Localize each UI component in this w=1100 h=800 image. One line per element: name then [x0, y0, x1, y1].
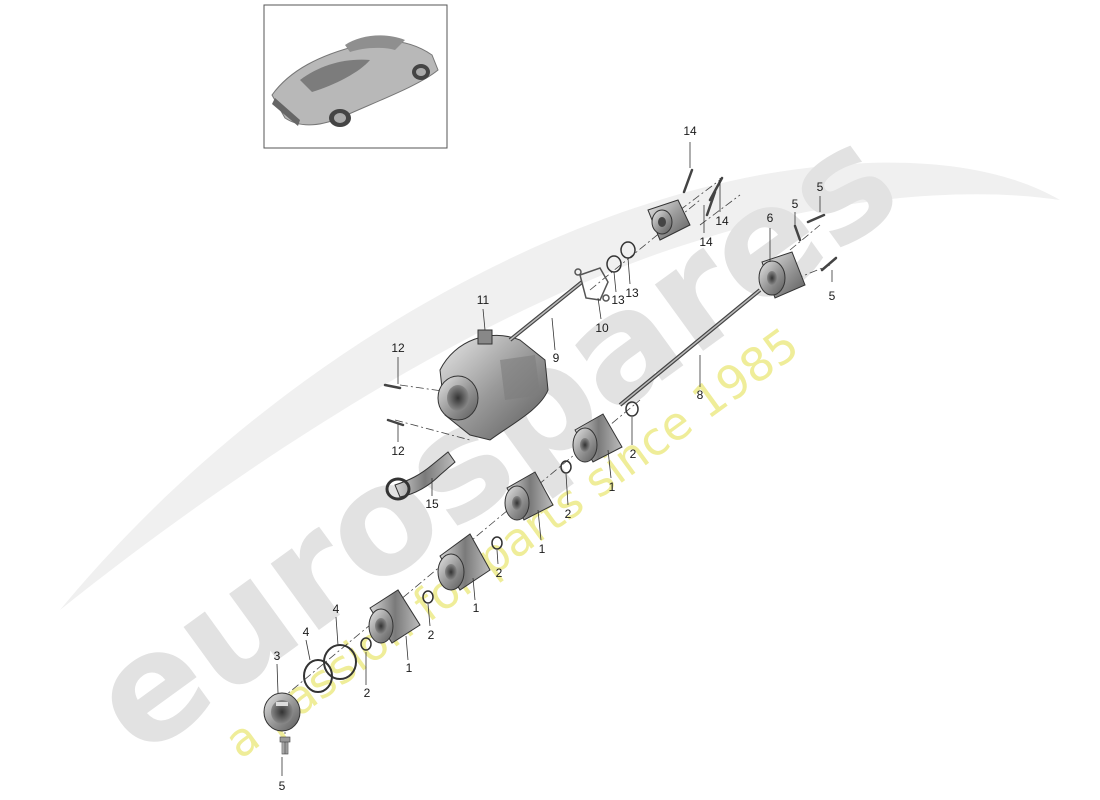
leader-lines — [276, 142, 833, 776]
callout-3: 3 — [274, 649, 281, 663]
callout-14: 14 — [699, 235, 713, 249]
part-main-housing — [437, 329, 549, 441]
part-shaft-9 — [508, 280, 584, 342]
callout-1: 1 — [406, 661, 413, 675]
part-shaft-8 — [618, 288, 762, 407]
part-pump-head — [758, 251, 806, 299]
callout-12: 12 — [391, 341, 405, 355]
car-thumbnail — [263, 4, 448, 149]
callout-6: 6 — [767, 211, 774, 225]
callout-5: 5 — [792, 197, 799, 211]
part-o-rings-large — [303, 644, 357, 693]
callout-14: 14 — [715, 214, 729, 228]
callout-5: 5 — [817, 180, 824, 194]
part-hose — [385, 451, 456, 501]
callout-2: 2 — [565, 507, 572, 521]
part-end-cap — [263, 692, 301, 732]
part-bolt-bottom — [279, 736, 291, 755]
callout-2: 2 — [496, 566, 503, 580]
callout-13: 13 — [611, 293, 625, 307]
callout-14: 14 — [683, 124, 697, 138]
callout-2: 2 — [630, 447, 637, 461]
callout-5: 5 — [279, 779, 286, 793]
part-pump-stage-3 — [504, 471, 554, 521]
callout-15: 15 — [425, 497, 439, 511]
part-pump-stage-1 — [368, 589, 421, 644]
callout-12: 12 — [391, 444, 405, 458]
part-cover-flange — [647, 199, 691, 241]
callout-5: 5 — [829, 289, 836, 303]
callout-4: 4 — [333, 602, 340, 616]
callout-2: 2 — [364, 686, 371, 700]
callout-4: 4 — [303, 625, 310, 639]
part-small-rings — [360, 401, 639, 651]
callout-1: 1 — [473, 601, 480, 615]
part-gasket — [574, 267, 610, 302]
part-pump-stage-2 — [437, 533, 491, 591]
callout-1: 1 — [609, 480, 616, 494]
callout-9: 9 — [553, 351, 560, 365]
callout-8: 8 — [697, 388, 704, 402]
part-pump-stage-4 — [572, 413, 623, 463]
callout-1: 1 — [539, 542, 546, 556]
callout-labels: 14 14 14 5 5 6 5 13 13 10 11 9 8 12 12 1… — [274, 124, 836, 793]
callout-11: 11 — [477, 293, 490, 307]
callout-13: 13 — [625, 286, 639, 300]
callout-10: 10 — [595, 321, 609, 335]
watermark-swoosh — [60, 162, 1060, 610]
callout-2: 2 — [428, 628, 435, 642]
watermark-brand: eurospares — [59, 91, 929, 789]
